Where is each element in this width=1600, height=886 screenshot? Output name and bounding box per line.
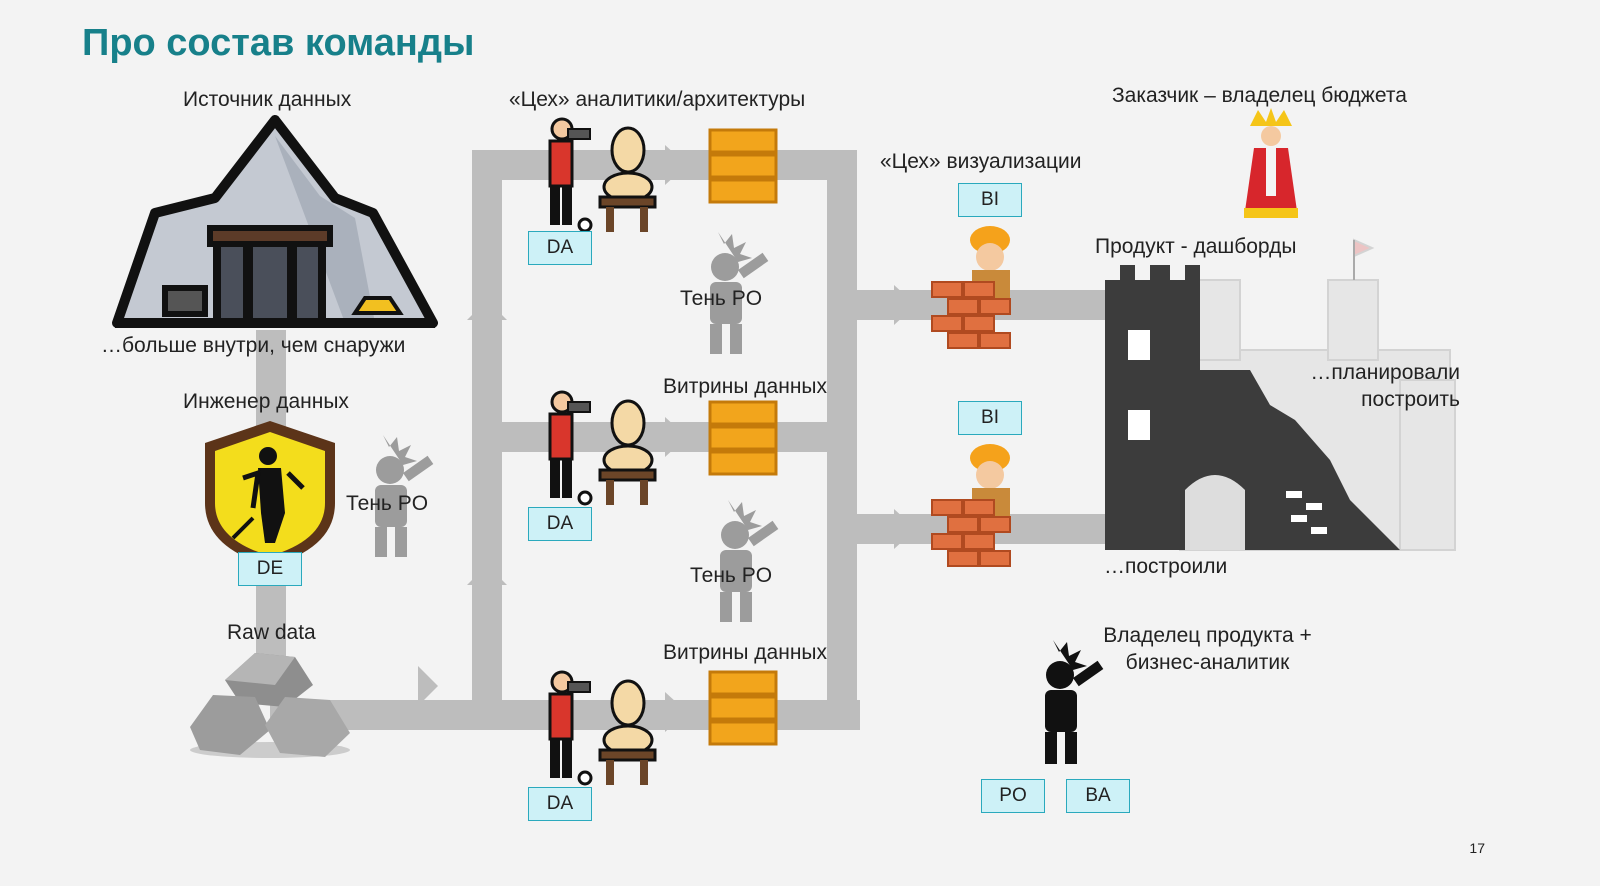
pipe-right-vertical	[827, 150, 857, 730]
product-label: Продукт - дашборды	[1095, 235, 1297, 258]
sculptor-icon	[548, 117, 657, 233]
mine-icon	[112, 115, 438, 328]
built-label: …построили	[1104, 555, 1228, 578]
tag-po: PO	[981, 779, 1045, 813]
tag-da-top: DA	[528, 231, 592, 265]
source-label: Источник данных	[183, 88, 352, 111]
pipe-branch-top	[472, 150, 857, 180]
arrow-icon	[894, 285, 916, 325]
bricks-icon	[708, 670, 778, 746]
page-number: 17	[1469, 840, 1485, 856]
bricks-icon	[708, 400, 778, 476]
customer-label: Заказчик – владелец бюджета	[1112, 84, 1407, 107]
arrow-icon	[467, 565, 507, 585]
tag-da-mid: DA	[528, 507, 592, 541]
marts-label-mid: Витрины данных	[663, 375, 828, 398]
arrow-icon	[665, 692, 687, 732]
king-icon	[1244, 108, 1298, 218]
tag-bi-top: BI	[958, 183, 1022, 217]
sculptor-icon	[548, 670, 657, 786]
engineer-label: Инженер данных	[183, 390, 349, 413]
tag-da-bottom: DA	[528, 787, 592, 821]
pipe-branch-mid	[472, 422, 857, 452]
shadow-po-icon	[375, 435, 434, 557]
marts-label-bottom: Витрины данных	[663, 641, 828, 664]
shadow-po-label-top: Тень PO	[680, 287, 763, 310]
analytics-shop-label: «Цех» аналитики/архитектуры	[509, 88, 806, 111]
planned-label: …планировали построить	[1310, 361, 1460, 411]
builder-icon	[931, 444, 1011, 567]
tag-ba: BA	[1066, 779, 1130, 813]
po-ba-label: Владелец продукта + бизнес-аналитик	[1103, 624, 1312, 674]
rocks-icon	[190, 653, 350, 758]
shadow-po-icon	[720, 500, 779, 622]
shadow-po-icon	[710, 232, 769, 354]
viz-shop-label: «Цех» визуализации	[880, 150, 1082, 173]
product-owner-icon	[1045, 640, 1104, 764]
arrow-icon	[418, 666, 438, 706]
sculptor-icon	[548, 390, 657, 506]
slide-title: Про состав команды	[82, 22, 475, 64]
raw-data-label: Raw data	[227, 621, 316, 644]
bricks-icon	[708, 128, 778, 204]
source-note: …больше внутри, чем снаружи	[101, 334, 406, 357]
tag-bi-bottom: BI	[958, 401, 1022, 435]
tag-de: DE	[238, 552, 302, 586]
shadow-po-label-bottom: Тень PO	[690, 564, 773, 587]
builder-icon	[931, 226, 1011, 349]
shadow-po-label-left: Тень PO	[346, 492, 429, 515]
arrow-icon	[894, 509, 916, 549]
arrow-icon	[665, 417, 687, 457]
miner-badge-icon	[205, 421, 335, 566]
arrow-icon	[467, 300, 507, 320]
arrow-icon	[665, 145, 687, 185]
castle-icon	[1105, 238, 1456, 551]
